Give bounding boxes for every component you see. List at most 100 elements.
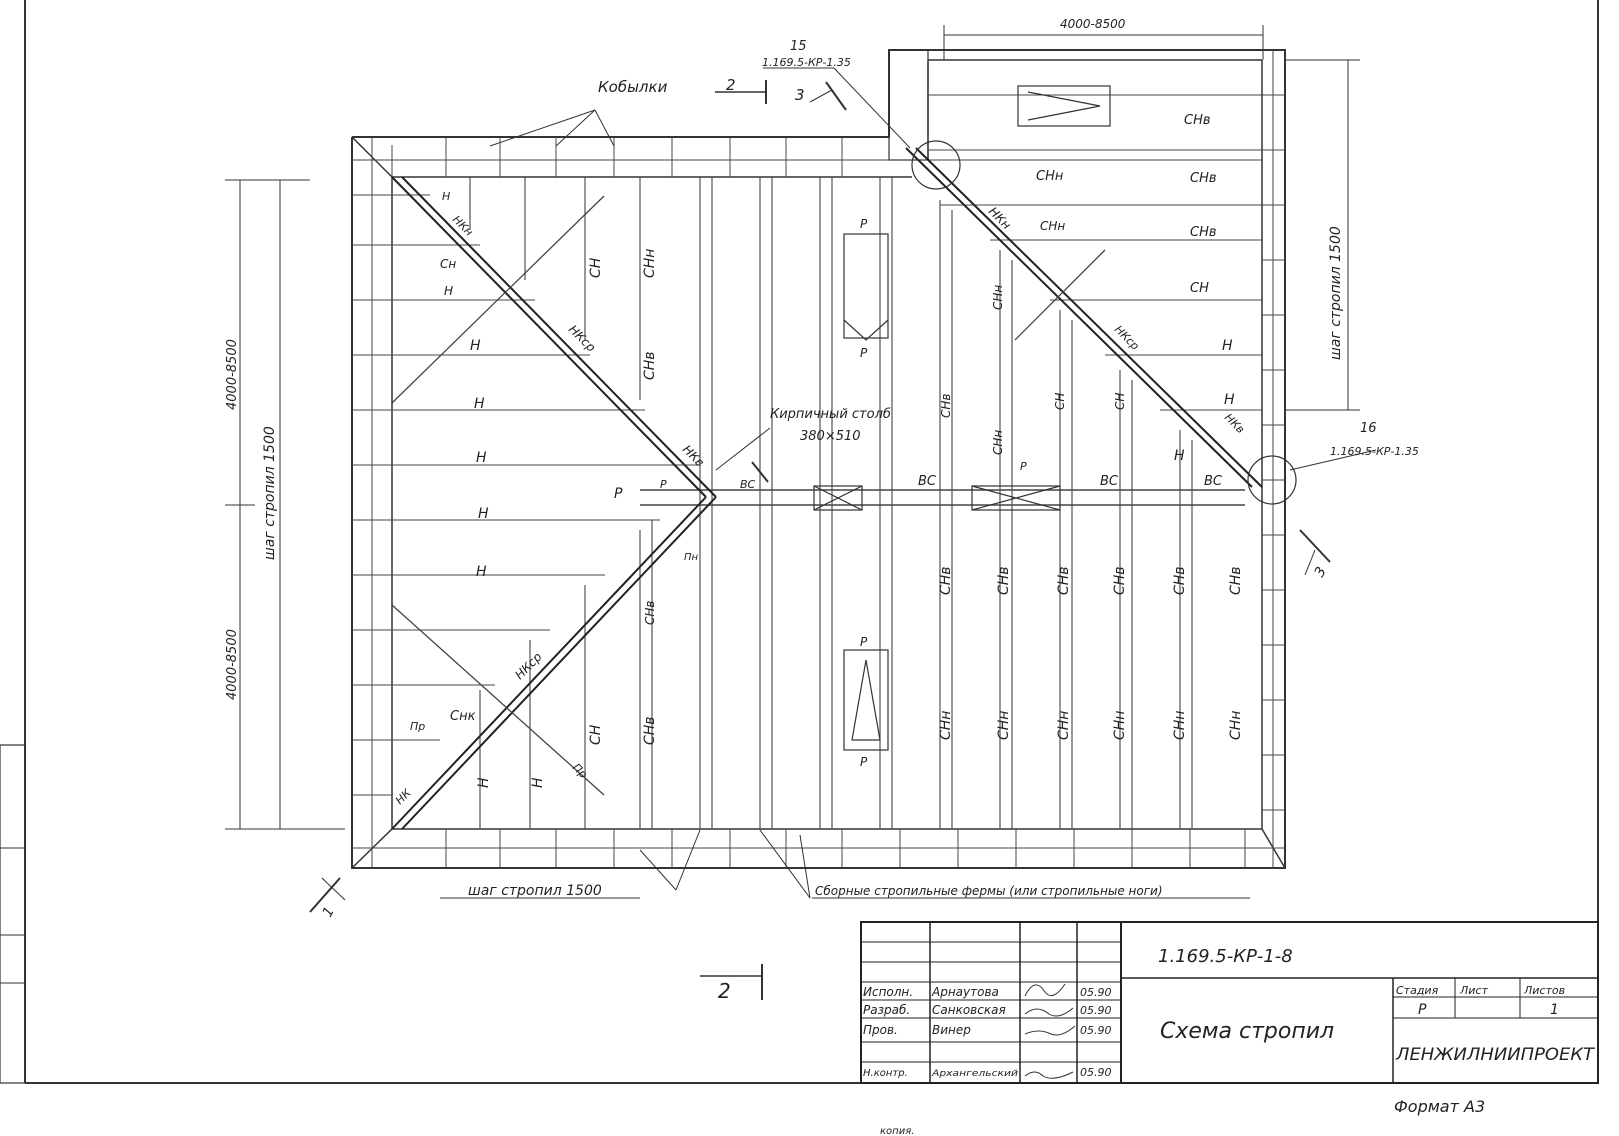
mark-nkcp: НКср — [1112, 323, 1142, 353]
drawing-title: Схема стропил — [1160, 1019, 1334, 1044]
mark-chn: СНн — [1228, 711, 1244, 740]
mark-chs: СН — [588, 257, 604, 278]
mark-n: Н — [476, 450, 487, 466]
callout-15-ref: 1.169.5-КР-1.35 — [762, 56, 851, 69]
label-brick-column-size: 380×510 — [800, 429, 861, 444]
mark-chv: СНв — [1228, 566, 1244, 595]
mark-p: Р — [860, 217, 868, 231]
section-2-bottom: 2 — [718, 979, 731, 1003]
callout-16-ref: 1.169.5-КР-1.35 — [1330, 445, 1419, 458]
sheets-label: Листов — [1523, 984, 1565, 997]
label-trusses: Сборные стропильные фермы (или стропильн… — [815, 884, 1163, 898]
mark-chv: СНв — [1184, 113, 1211, 128]
mark-n: Н — [476, 777, 492, 788]
mark-chn: СНн — [996, 711, 1012, 740]
name-0: Арнаутова — [931, 985, 999, 999]
mark-nk: НК — [393, 786, 414, 807]
mark-chn: СНн — [1036, 169, 1064, 184]
mark-chn: СНн — [1172, 711, 1188, 740]
copy-label: копия. — [880, 1126, 914, 1136]
mark-p: Р — [660, 478, 667, 491]
dimension-lines — [225, 25, 1377, 1000]
mark-ch: Сн — [440, 257, 456, 271]
mark-vs: ВС — [918, 474, 937, 489]
mark-n: Н — [1174, 448, 1185, 464]
mark-chn: СНн — [1040, 219, 1065, 233]
mark-n: Н — [442, 190, 450, 203]
mark-p: Р — [1020, 460, 1027, 473]
mark-vs: ВС — [1204, 474, 1223, 489]
mark-chn: СНн — [938, 711, 954, 740]
mark-chs: СН — [1113, 393, 1127, 410]
mark-chv: СНв — [939, 394, 953, 418]
mark-chv: СНв — [642, 351, 658, 380]
role-0: Исполн. — [863, 985, 913, 999]
mark-p: Р — [860, 755, 868, 769]
date-1: 05.90 — [1080, 1004, 1112, 1017]
mark-n: Н — [476, 564, 487, 580]
label-brick-column: Кирпичный столб — [770, 407, 891, 422]
drawing-code: 1.169.5-КР-1-8 — [1158, 946, 1293, 967]
mark-chv: СНв — [996, 566, 1012, 595]
mark-nkv: НКв — [1222, 411, 1247, 436]
roof-plan — [351, 49, 1297, 869]
name-2: Винер — [932, 1023, 971, 1037]
signatures — [1024, 983, 1076, 1079]
role-3: Н.контр. — [863, 1068, 908, 1079]
mark-vs: ВС — [740, 478, 756, 491]
mark-n: Н — [470, 338, 481, 354]
format-label: Формат А3 — [1394, 1097, 1485, 1116]
mark-p: Р — [614, 486, 623, 502]
sheet-label: Лист — [1459, 984, 1488, 997]
callout-16-num: 16 — [1360, 421, 1377, 436]
mark-pr: Пр — [570, 761, 590, 781]
mark-nkcp: НКср — [512, 649, 545, 682]
mark-chv: СНв — [938, 566, 954, 595]
mark-chs: СН — [588, 724, 604, 745]
title-block: 1.169.5-КР-1-8 Схема стропил Стадия Лист… — [860, 921, 1599, 1084]
date-3: 05.90 — [1080, 1066, 1112, 1079]
mark-pr: Пр — [410, 720, 425, 733]
section-3-right: 3 — [1312, 564, 1330, 580]
mark-n: Н — [530, 777, 546, 788]
mark-chn: СНн — [991, 430, 1005, 455]
role-1: Разраб. — [863, 1003, 910, 1017]
label-step-right: шаг стропил 1500 — [1328, 226, 1344, 360]
stage-value: Р — [1418, 1002, 1427, 1018]
mark-chv: СНв — [1056, 566, 1072, 595]
mark-cnk: Снк — [450, 709, 476, 724]
section-3-top: 3 — [795, 86, 805, 104]
dim-top: 4000-8500 — [1060, 17, 1126, 31]
mark-chv: СНв — [1112, 566, 1128, 595]
mark-chv: СНв — [1190, 225, 1217, 240]
callout-15-num: 15 — [790, 39, 807, 54]
date-2: 05.90 — [1080, 1024, 1112, 1037]
mark-chs: СН — [1190, 281, 1209, 296]
mark-p: Р — [860, 346, 868, 360]
section-1: 1 — [320, 904, 338, 920]
name-1: Санковская — [932, 1003, 1006, 1017]
label-step-bottom: шаг стропил 1500 — [468, 883, 602, 899]
mark-chv: СНв — [1190, 171, 1217, 186]
organization: ЛЕНЖИЛНИИПРОЕКТ — [1395, 1045, 1596, 1065]
label-pn: Пн — [684, 552, 699, 563]
mark-n: Н — [1222, 338, 1233, 354]
mark-chn: СНн — [1112, 711, 1128, 740]
mark-chv: СНв — [643, 601, 657, 625]
stage-label: Стадия — [1396, 984, 1439, 997]
mark-chs: СН — [1053, 393, 1067, 410]
dim-left-top: 4000-8500 — [225, 339, 240, 410]
label-step-left: шаг стропил 1500 — [262, 426, 278, 560]
section-2-top: 2 — [726, 76, 736, 94]
mark-p: Р — [860, 635, 868, 649]
mark-nkn: НКн — [986, 204, 1014, 232]
mark-n: Н — [1224, 392, 1235, 408]
role-2: Пров. — [863, 1023, 898, 1037]
name-3: Архангельский — [931, 1069, 1018, 1079]
mark-chn: СНн — [642, 249, 658, 278]
mark-n: Н — [444, 284, 453, 298]
mark-n: Н — [474, 396, 485, 412]
mark-chn: СНн — [1056, 711, 1072, 740]
mark-vs: ВС — [1100, 474, 1119, 489]
